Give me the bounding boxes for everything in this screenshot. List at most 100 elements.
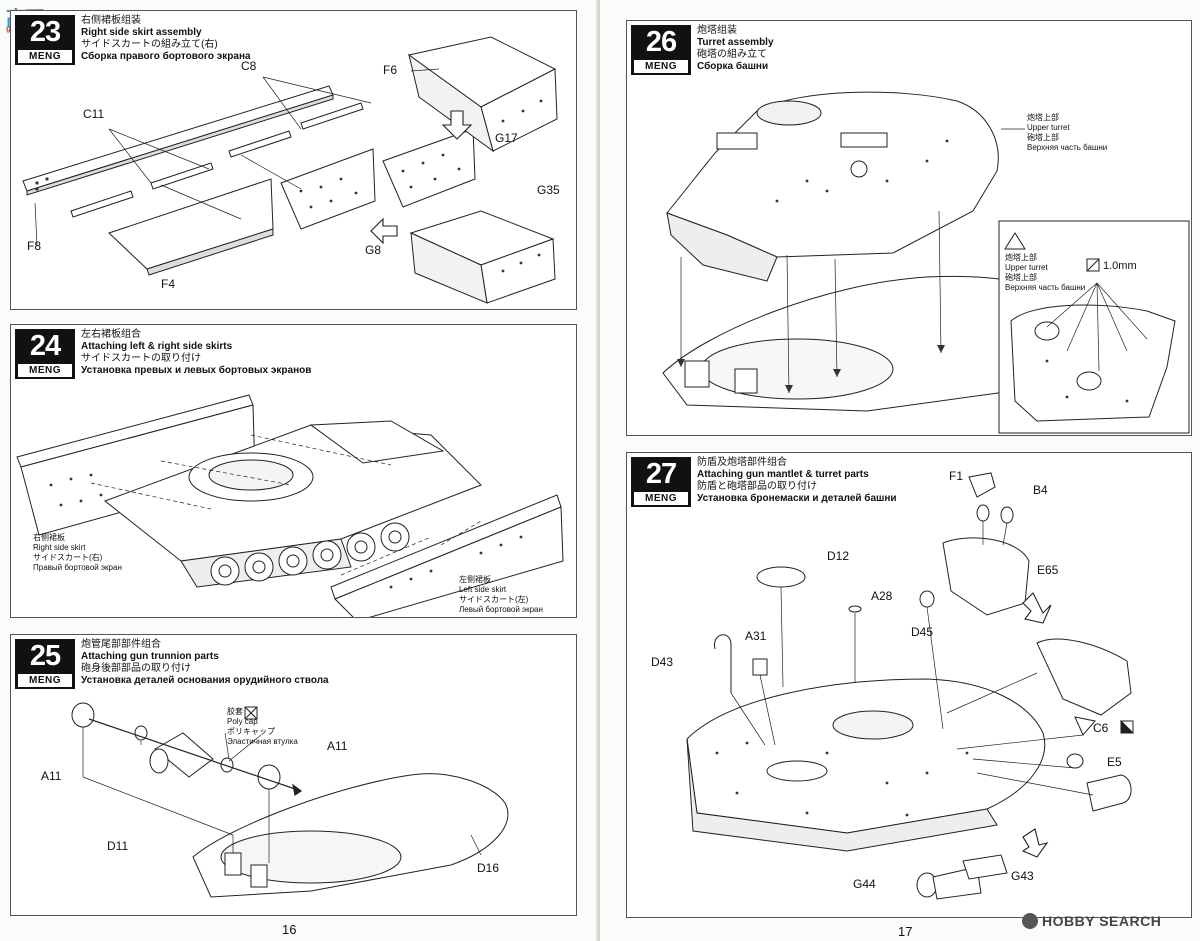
brand-logo: MENG	[634, 492, 688, 505]
title-en: Turret assembly	[697, 37, 774, 48]
watermark-text: HOBBY SEARCH	[1042, 913, 1162, 929]
callout-ru: Верхняя часть башни	[1027, 143, 1108, 152]
step-number: 25	[29, 640, 61, 672]
title-cn: 左右裙板组合	[81, 329, 141, 340]
part-label: A11	[327, 739, 348, 753]
step-23-panel: 23 MENG 右侧裙板组装 Right side skirt assembly…	[10, 10, 577, 310]
step-title: 右侧裙板组装 Right side skirt assembly サイドスカート…	[81, 15, 251, 63]
part-label: G35	[537, 183, 560, 197]
title-cn: 炮塔组装	[697, 25, 737, 36]
part-label: C11	[83, 107, 105, 121]
mantlet-assembly-illustration	[686, 472, 1135, 900]
brand-logo: MENG	[18, 364, 72, 377]
hobby-search-watermark: HOBBY SEARCH	[1022, 909, 1198, 933]
step-badge: 23 MENG	[15, 15, 75, 65]
step-number: 24	[29, 330, 61, 362]
page-number: 17	[898, 924, 913, 939]
part-label: B4	[1033, 483, 1048, 497]
title-jp: サイドスカートの組み立て(右)	[81, 39, 218, 50]
part-label: G43	[1011, 869, 1034, 883]
left-skirt-callout: 左侧裙板 Left side skirt サイドスカート(左) Левый бо…	[459, 575, 543, 615]
callout-ru: Правый бортовой экран	[33, 563, 122, 572]
callout-en: Upper turret	[1027, 123, 1070, 132]
title-jp: 防盾と砲塔部品の取り付け	[697, 481, 817, 492]
part-label: F8	[27, 239, 42, 253]
right-page: 26 MENG 炮塔组装 Turret assembly 砲塔の組み立て Сбо…	[600, 0, 1200, 941]
title-ru: Установка превых и левых бортовых экрано…	[81, 365, 312, 376]
part-label: C6	[1093, 721, 1109, 735]
step-number: 26	[645, 26, 677, 58]
gun-trunnion-illustration	[71, 702, 509, 898]
title-en: Attaching gun trunnion parts	[81, 651, 219, 662]
step-25-panel: 25 MENG 炮管尾部部件组合 Attaching gun trunnion …	[10, 634, 577, 916]
part-label: F1	[949, 469, 964, 483]
part-label: D45	[911, 625, 934, 639]
callout-en: Left side skirt	[459, 585, 507, 594]
title-ru: Сборка башни	[697, 61, 769, 72]
step-badge: 25 MENG	[15, 639, 75, 689]
part-label: D16	[477, 861, 500, 875]
callout-ru: Эластичная втулка	[227, 737, 298, 746]
tank-hull-illustration	[16, 394, 564, 617]
callout-jp: サイドスカート(左)	[459, 595, 529, 604]
title-cn: 防盾及炮塔部件组合	[697, 457, 787, 468]
skirt-assembly-illustration	[22, 36, 558, 304]
page-number: 16	[282, 922, 297, 937]
title-en: Attaching left & right side skirts	[81, 341, 233, 352]
callout-cn: 炮塔上部	[1027, 113, 1059, 122]
title-ru: Установка деталей основания орудийного с…	[81, 675, 329, 686]
right-skirt-callout: 右侧裙板 Right side skirt サイドスカート(右) Правый …	[33, 533, 122, 573]
callout-cn: 胶套	[227, 707, 243, 716]
part-label: F4	[161, 277, 176, 291]
step-number: 27	[645, 458, 677, 490]
brand-logo: MENG	[634, 60, 688, 73]
callout-en: Right side skirt	[33, 543, 86, 552]
part-label: G44	[853, 877, 876, 891]
polycap-callout: 胶套 Poly cap ポリキャップ Эластичная втулка	[227, 707, 298, 747]
callout-en: Upper turret	[1005, 263, 1048, 272]
part-label: A31	[745, 629, 767, 643]
callout-ru: Левый бортовой экран	[459, 605, 543, 614]
step-badge: 24 MENG	[15, 329, 75, 379]
step-title: 左右裙板组合 Attaching left & right side skirt…	[81, 329, 311, 377]
brand-logo: MENG	[18, 674, 72, 687]
hobby-search-icon	[1022, 913, 1038, 929]
step-24-panel: 24 MENG 左右裙板组合 Attaching left & right si…	[10, 324, 577, 618]
part-label: E5	[1107, 755, 1122, 769]
part-label: G8	[365, 243, 382, 257]
upper-turret-callout: 炮塔上部 Upper turret 砲塔上部 Верхняя часть баш…	[1027, 113, 1107, 153]
title-en: Right side skirt assembly	[81, 27, 202, 38]
callout-jp: サイドスカート(右)	[33, 553, 103, 562]
title-jp: 砲身後部部品の取り付け	[81, 663, 191, 674]
part-label: C8	[241, 59, 257, 73]
part-label: A28	[871, 589, 893, 603]
step-title: 炮塔组装 Turret assembly 砲塔の組み立て Сборка башн…	[697, 25, 774, 73]
part-label: E65	[1037, 563, 1059, 577]
step-number: 23	[29, 16, 61, 48]
callout-en: Poly cap	[227, 717, 258, 726]
callout-cn: 左侧裙板	[459, 575, 491, 584]
title-jp: 砲塔の組み立て	[697, 49, 767, 60]
title-ru: Установка бронемаски и деталей башни	[697, 493, 897, 504]
part-label: D11	[107, 839, 129, 853]
left-page: 高玩 gaoshaoxin 23 MENG 右侧裙板组装 Right side …	[6, 8, 577, 937]
step-badge: 27 MENG	[631, 457, 691, 507]
drill-size-label: 1.0mm	[1103, 260, 1137, 272]
callout-ru: Верхняя часть башни	[1005, 283, 1086, 292]
turret-assembly-illustration	[662, 91, 1190, 434]
title-jp: サイドスカートの取り付け	[81, 353, 201, 364]
title-cn: 右侧裙板组装	[81, 15, 141, 26]
inset-upper-turret-callout: 炮塔上部 Upper turret 砲塔上部 Верхняя часть баш…	[1005, 253, 1085, 293]
part-label: D12	[827, 549, 850, 563]
title-en: Attaching gun mantlet & turret parts	[697, 469, 869, 480]
step-title: 防盾及炮塔部件组合 Attaching gun mantlet & turret…	[697, 457, 897, 505]
title-cn: 炮管尾部部件组合	[81, 639, 161, 650]
callout-cn: 炮塔上部	[1005, 253, 1037, 262]
step-badge: 26 MENG	[631, 25, 691, 75]
step-title: 炮管尾部部件组合 Attaching gun trunnion parts 砲身…	[81, 639, 329, 687]
step-27-panel: 27 MENG 防盾及炮塔部件组合 Attaching gun mantlet …	[626, 452, 1192, 918]
brand-logo: MENG	[18, 50, 72, 63]
callout-cn: 右侧裙板	[33, 533, 65, 542]
title-ru: Сборка правого бортового экрана	[81, 51, 251, 62]
part-label: G17	[495, 131, 518, 145]
